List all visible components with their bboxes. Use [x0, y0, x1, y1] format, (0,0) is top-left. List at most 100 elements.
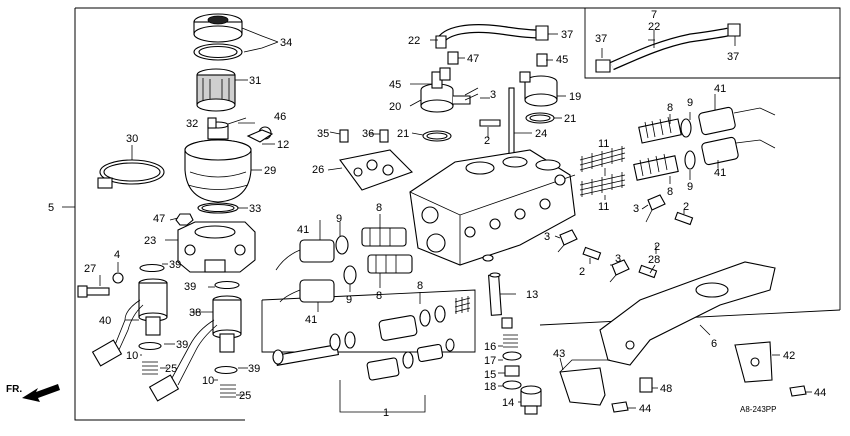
- callout-2: 2: [683, 201, 689, 213]
- callout-3: 3: [615, 253, 621, 265]
- callout-27: 27: [84, 263, 96, 275]
- callout-20: 20: [389, 101, 401, 113]
- callout-42: 42: [783, 350, 795, 362]
- spool-assembly-1: [272, 296, 471, 381]
- callout-25: 25: [239, 390, 251, 402]
- callout-8: 8: [376, 202, 382, 214]
- callout-41: 41: [297, 224, 309, 236]
- callout-34: 34: [280, 37, 292, 49]
- spools-8-center: [361, 227, 413, 274]
- clip-37-top: [535, 25, 549, 41]
- callout-37: 37: [595, 33, 607, 45]
- callout-11: 11: [598, 138, 609, 150]
- callout-24: 24: [535, 128, 547, 140]
- callout-7: 7: [651, 9, 657, 21]
- reservoir-filter: [196, 68, 236, 112]
- callout-21: 21: [397, 128, 409, 140]
- small-parts-left: [77, 117, 274, 298]
- callout-23: 23: [144, 235, 156, 247]
- bracket-6: [599, 261, 776, 366]
- callout-47: 47: [467, 53, 479, 65]
- callout-2: 2: [654, 241, 660, 253]
- callout-48: 48: [660, 383, 672, 395]
- callout-12: 12: [277, 139, 289, 151]
- callout-9: 9: [346, 294, 352, 306]
- solenoid-38: [148, 280, 242, 402]
- reservoir-body: [184, 121, 252, 203]
- callout-18: 18: [484, 381, 496, 393]
- bracket-42: [734, 341, 773, 383]
- small-parts-right: [557, 194, 694, 283]
- solenoid-40: [91, 263, 168, 375]
- callout-14: 14: [502, 397, 514, 409]
- solenoids-41-left: [275, 239, 335, 303]
- callout-19: 19: [569, 91, 581, 103]
- callout-29: 29: [264, 165, 276, 177]
- callout-8: 8: [667, 102, 673, 114]
- callout-47: 47: [153, 213, 165, 225]
- leader-lines: [99, 30, 812, 409]
- hose-22: [435, 24, 541, 49]
- callout-2: 2: [484, 135, 490, 147]
- callout-10: 10: [202, 375, 214, 387]
- callout-2: 2: [579, 266, 585, 278]
- callout-39: 39: [248, 363, 260, 375]
- direction-label: FR.: [6, 384, 22, 395]
- callout-31: 31: [249, 75, 261, 87]
- callout-39: 39: [169, 259, 181, 271]
- callout-9: 9: [687, 97, 693, 109]
- callout-41: 41: [714, 83, 726, 95]
- callout-33: 33: [249, 203, 261, 215]
- callout-8: 8: [417, 280, 423, 292]
- spools-8-right: [633, 116, 682, 181]
- callout-44: 44: [814, 387, 826, 399]
- o-ring-33: [197, 202, 239, 214]
- gasket-26: [339, 149, 414, 191]
- callout-8: 8: [376, 290, 382, 302]
- bolts-top-center: [339, 51, 548, 143]
- callout-38: 38: [189, 307, 201, 319]
- callout-25: 25: [165, 363, 177, 375]
- callout-40: 40: [99, 315, 111, 327]
- callout-41: 41: [305, 314, 317, 326]
- callout-45: 45: [556, 54, 568, 66]
- callout-labels: 1 2 2 2 2 3 3 3 3 4 5 6 7 8 8 8 8 8 9 9 …: [48, 9, 826, 419]
- callout-6: 6: [711, 338, 717, 350]
- center-column-parts: [482, 254, 542, 415]
- reservoir-cap: [193, 13, 243, 61]
- callout-3: 3: [490, 89, 496, 101]
- callout-22: 22: [408, 35, 420, 47]
- valve-body: [409, 149, 576, 266]
- pump-block-23: [177, 221, 256, 273]
- callout-21: 21: [564, 113, 576, 125]
- callout-9: 9: [336, 213, 342, 225]
- callout-26: 26: [312, 164, 324, 176]
- callout-36: 36: [362, 128, 374, 140]
- bolts-44-48: [611, 377, 807, 413]
- callout-13: 13: [526, 289, 538, 301]
- pipe-24: [508, 87, 515, 159]
- callout-46: 46: [274, 111, 286, 123]
- callout-41: 41: [714, 167, 726, 179]
- callout-11: 11: [598, 201, 609, 213]
- clamp-band-30: [97, 159, 165, 189]
- callout-4: 4: [114, 249, 120, 261]
- solenoids-41-right: [698, 106, 776, 166]
- callout-17: 17: [484, 355, 496, 367]
- accumulator-19: [519, 71, 558, 107]
- callout-39: 39: [184, 281, 196, 293]
- callout-39: 39: [176, 339, 188, 351]
- callout-30: 30: [126, 133, 138, 145]
- callout-28: 28: [648, 254, 660, 266]
- callout-3: 3: [544, 231, 550, 243]
- callout-10: 10: [126, 350, 138, 362]
- callout-9: 9: [687, 181, 693, 193]
- callout-32: 32: [186, 118, 198, 130]
- orings-9-right: [680, 118, 696, 170]
- diagram-code: A8-243PP: [740, 405, 776, 414]
- bracket-43: [559, 359, 610, 406]
- callout-37: 37: [561, 29, 573, 41]
- callout-5: 5: [48, 202, 54, 214]
- callout-16: 16: [484, 341, 496, 353]
